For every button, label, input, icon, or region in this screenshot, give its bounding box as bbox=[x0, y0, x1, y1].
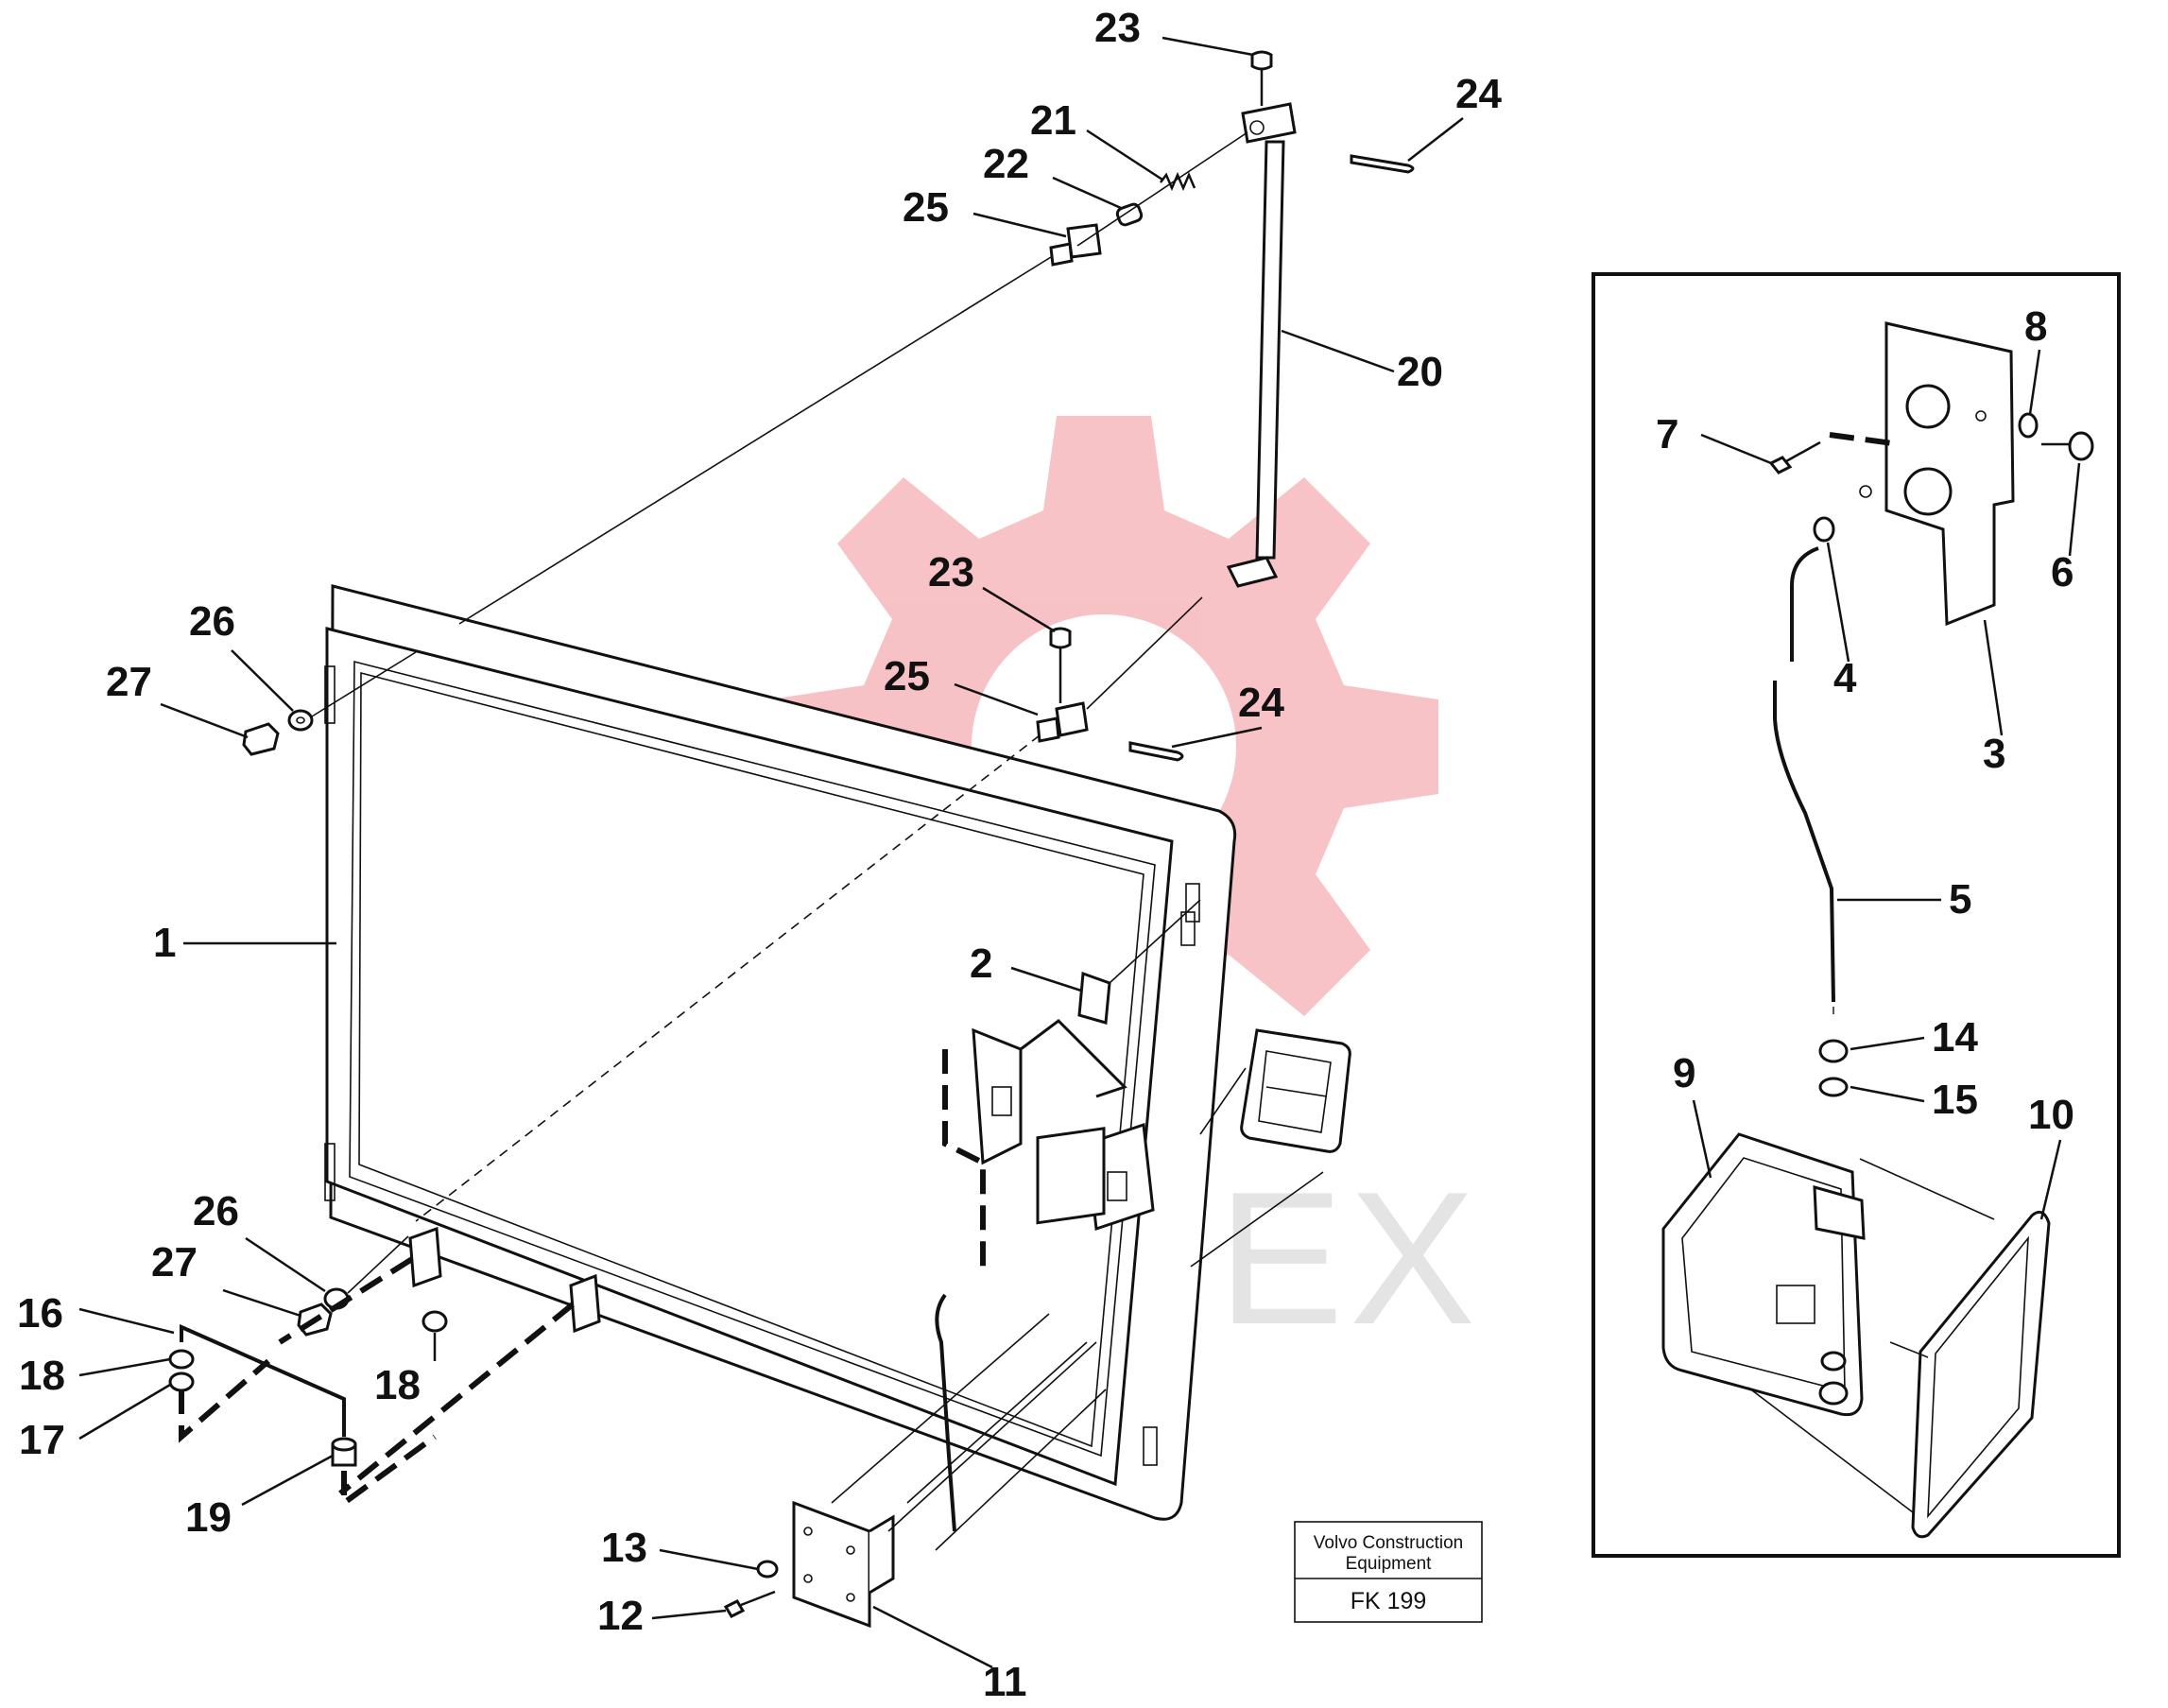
line-cover-2 bbox=[1190, 1171, 1324, 1268]
callout-5: 5 bbox=[1949, 876, 1971, 923]
callout-26-top: 26 bbox=[189, 598, 235, 645]
dash-hinge-2 bbox=[338, 1302, 575, 1496]
nut-14 bbox=[1818, 1039, 1849, 1063]
lock-rod bbox=[935, 1293, 956, 1532]
callout-17: 17 bbox=[19, 1417, 65, 1463]
pin-24-mid bbox=[1128, 741, 1184, 762]
callout-8: 8 bbox=[2024, 303, 2047, 350]
callout-13: 13 bbox=[601, 1525, 647, 1571]
callout-4: 4 bbox=[1833, 655, 1857, 701]
nut-18-left bbox=[168, 1349, 195, 1370]
washer-15 bbox=[1818, 1077, 1849, 1097]
inset-panel bbox=[1592, 272, 2121, 1558]
badge-2 bbox=[1077, 899, 1201, 1025]
leader-lines bbox=[78, 36, 2081, 1669]
nut-bottom-inset bbox=[1818, 1351, 1849, 1406]
callout-23-top: 23 bbox=[1094, 5, 1141, 51]
nut-18-bottom bbox=[422, 1310, 448, 1333]
callout-27-bottom: 27 bbox=[151, 1239, 198, 1285]
callout-2: 2 bbox=[970, 940, 992, 987]
callout-23-mid: 23 bbox=[928, 549, 974, 595]
callout-10: 10 bbox=[2028, 1092, 2074, 1138]
gasket-line-1 bbox=[1859, 1158, 1995, 1220]
callout-27-top: 27 bbox=[106, 659, 152, 705]
bolt-7 bbox=[1768, 440, 1821, 474]
screw-12 bbox=[723, 1590, 776, 1618]
gasket-line-2 bbox=[1889, 1341, 1929, 1358]
gasket-10 bbox=[1911, 1210, 2051, 1539]
line-cover-1 bbox=[1199, 1067, 1247, 1135]
callout-6: 6 bbox=[2051, 549, 2073, 595]
stamp-line-2: Equipment bbox=[1346, 1554, 1433, 1574]
latch-lock-3 bbox=[1884, 321, 2015, 627]
callout-labels: 23 24 21 22 25 20 23 25 24 26 27 1 2 26 … bbox=[17, 5, 2074, 1705]
dash-hinge-1 bbox=[278, 1256, 414, 1345]
callout-14: 14 bbox=[1932, 1014, 1978, 1061]
callout-18-bottom: 18 bbox=[374, 1362, 421, 1408]
dash-bracket bbox=[942, 1049, 986, 1267]
dash-bolt-7 bbox=[1829, 432, 1901, 447]
leader-strut-top-to-frame bbox=[1076, 131, 1248, 247]
bushing-19 bbox=[331, 1437, 357, 1467]
stamp-line-1: Volvo Construction bbox=[1314, 1533, 1463, 1553]
handle-housing-9 bbox=[1661, 1132, 1866, 1417]
callout-16: 16 bbox=[17, 1290, 63, 1337]
support-strut bbox=[1226, 102, 1297, 588]
latch-bracket-11 bbox=[792, 1500, 895, 1629]
callout-15: 15 bbox=[1932, 1077, 1978, 1123]
stamp-code: FK 199 bbox=[1351, 1588, 1427, 1614]
washer-4 bbox=[1813, 485, 1872, 543]
washer-26-top bbox=[287, 709, 314, 732]
pin-24-top bbox=[1350, 154, 1415, 174]
lock-rod-5 bbox=[1773, 546, 1835, 1003]
bolt-23-top bbox=[1250, 50, 1273, 106]
hinge-rod-16 bbox=[180, 1323, 346, 1437]
callout-24-mid: 24 bbox=[1238, 680, 1284, 726]
clevis-25-mid bbox=[1036, 596, 1203, 743]
hinge-plate bbox=[408, 1226, 601, 1334]
callout-25-mid: 25 bbox=[884, 653, 930, 699]
line-bracket11-up2 bbox=[887, 1341, 1097, 1532]
callout-19: 19 bbox=[185, 1494, 232, 1541]
callout-22: 22 bbox=[983, 141, 1029, 187]
callout-20: 20 bbox=[1397, 349, 1443, 395]
spring-21 bbox=[1160, 171, 1196, 192]
callout-11: 11 bbox=[983, 1659, 1027, 1705]
bolt-6 bbox=[2041, 431, 2094, 461]
callout-18-left: 18 bbox=[19, 1353, 65, 1399]
dash-16 bbox=[179, 1358, 270, 1443]
line-bracket11-up bbox=[831, 1313, 1050, 1504]
callout-1: 1 bbox=[153, 920, 176, 966]
dash-19 bbox=[341, 1434, 437, 1509]
washer-8 bbox=[2018, 412, 2039, 439]
bolt-23-mid bbox=[1049, 627, 1072, 703]
callout-24-top: 24 bbox=[1455, 71, 1502, 117]
line-26-bottom bbox=[347, 1235, 409, 1294]
callout-9: 9 bbox=[1673, 1050, 1695, 1096]
rod-guide-lines bbox=[906, 1341, 1107, 1551]
manufacturer-stamp: Volvo Construction Equipment FK 199 bbox=[1294, 1521, 1483, 1623]
clevis-25-top bbox=[1049, 223, 1102, 267]
callout-3: 3 bbox=[1983, 731, 2005, 777]
washer-13 bbox=[756, 1560, 779, 1579]
rear-latch-cover bbox=[1240, 1028, 1351, 1153]
callout-25-top: 25 bbox=[903, 184, 949, 231]
line-clevis-mid-down bbox=[415, 734, 1041, 1222]
gasket-line-3 bbox=[1747, 1387, 1914, 1513]
window-frame bbox=[324, 584, 1237, 1521]
nut-27-top bbox=[242, 722, 280, 756]
callout-21: 21 bbox=[1030, 97, 1076, 144]
washer-17 bbox=[168, 1372, 195, 1392]
rod-guide bbox=[1036, 1127, 1106, 1225]
callout-12: 12 bbox=[597, 1593, 644, 1639]
callout-26-bottom: 26 bbox=[193, 1188, 239, 1234]
callout-7: 7 bbox=[1656, 411, 1678, 457]
line-clevis-to-frame bbox=[458, 256, 1052, 625]
line-26-top bbox=[311, 651, 417, 717]
